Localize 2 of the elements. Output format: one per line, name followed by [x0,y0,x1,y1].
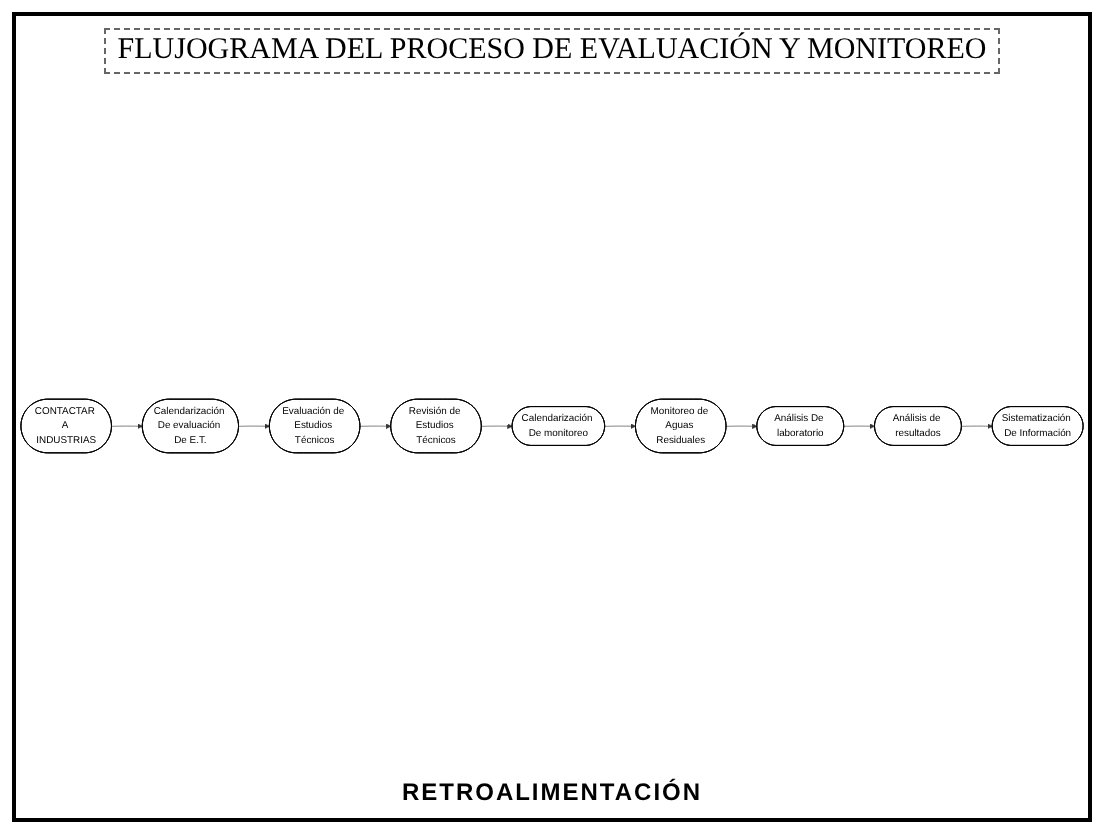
diagram-title: FLUJOGRAMA DEL PROCESO DE EVALUACIÓN Y MONITOREO [103,28,1001,74]
feedback-label: RETROALIMENTACIÓN [401,778,703,806]
